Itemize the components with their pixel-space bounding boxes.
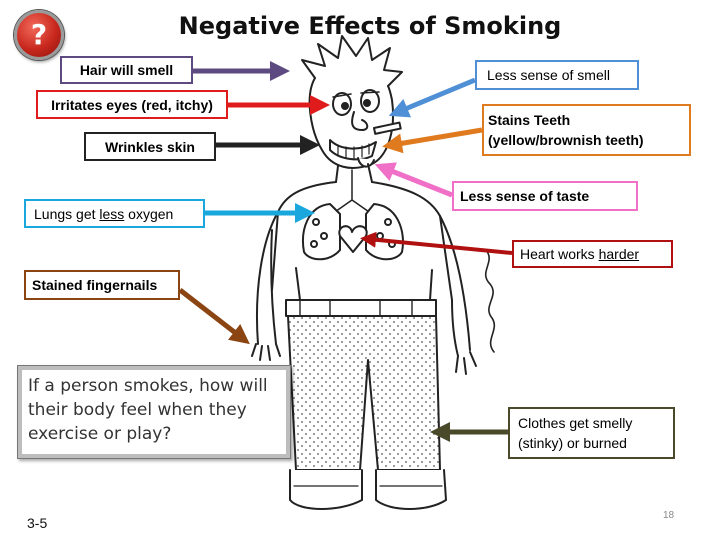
left-hand-drawing — [251, 343, 281, 361]
teeth-text-line1: Stains Teeth — [488, 112, 571, 128]
label-irritates-eyes: Irritates eyes (red, itchy) — [36, 90, 228, 119]
left-lung-drawing — [302, 203, 341, 261]
arrow-fingernails — [178, 288, 250, 345]
nose-drawing — [351, 111, 369, 131]
arrow-heart — [360, 231, 513, 255]
label-lungs-oxygen: Lungs get less oxygen — [24, 199, 205, 228]
cigarette-drawing — [373, 121, 402, 135]
teeth-text-line2: (yellow/brownish teeth) — [488, 132, 644, 148]
page-title: Negative Effects of Smoking — [178, 12, 562, 40]
heart-text-pre: Heart works — [520, 246, 599, 262]
right-arm-drawing — [439, 215, 471, 357]
hair-drawing — [301, 35, 403, 87]
lungs-text-emphasis: less — [99, 205, 125, 222]
label-clothes-smelly: Clothes get smelly (stinky) or burned — [508, 407, 675, 459]
slide-id: 3-5 — [27, 515, 48, 531]
question-box: If a person smokes, how will their body … — [17, 365, 291, 459]
help-question-icon[interactable]: ? — [14, 10, 64, 60]
left-shoe-drawing — [289, 469, 363, 510]
heart-drawing — [338, 225, 368, 253]
arrow-taste — [374, 162, 453, 198]
belt-drawing — [285, 299, 437, 317]
label-less-taste: Less sense of taste — [452, 181, 638, 211]
left-arm-drawing — [255, 211, 279, 345]
arrow-smell — [388, 77, 476, 118]
arrow-teeth — [382, 127, 483, 154]
label-stains-teeth: Stains Teeth (yellow/brownish teeth) — [482, 104, 691, 156]
smoke-drawing — [484, 249, 496, 353]
label-hair-smell: Hair will smell — [60, 56, 193, 84]
label-heart-harder: Heart works harder — [512, 240, 673, 268]
clothes-text-line2: (stinky) or burned — [518, 435, 627, 451]
right-shoe-drawing — [375, 469, 447, 510]
heart-text-emphasis: harder — [598, 246, 640, 262]
label-less-smell: Less sense of smell — [475, 60, 639, 90]
clothes-text-line1: Clothes get smelly — [518, 415, 633, 431]
page-number: 18 — [663, 510, 675, 521]
tongue-drawing — [357, 157, 375, 168]
pants-drawing — [287, 315, 441, 471]
lungs-text-post: oxygen — [124, 205, 174, 222]
lungs-text-pre: Lungs get — [34, 205, 100, 222]
right-lung-drawing — [365, 203, 404, 261]
right-hand-drawing — [455, 351, 477, 375]
label-wrinkles-skin: Wrinkles skin — [84, 132, 216, 161]
label-stained-fingernails: Stained fingernails — [24, 270, 180, 300]
